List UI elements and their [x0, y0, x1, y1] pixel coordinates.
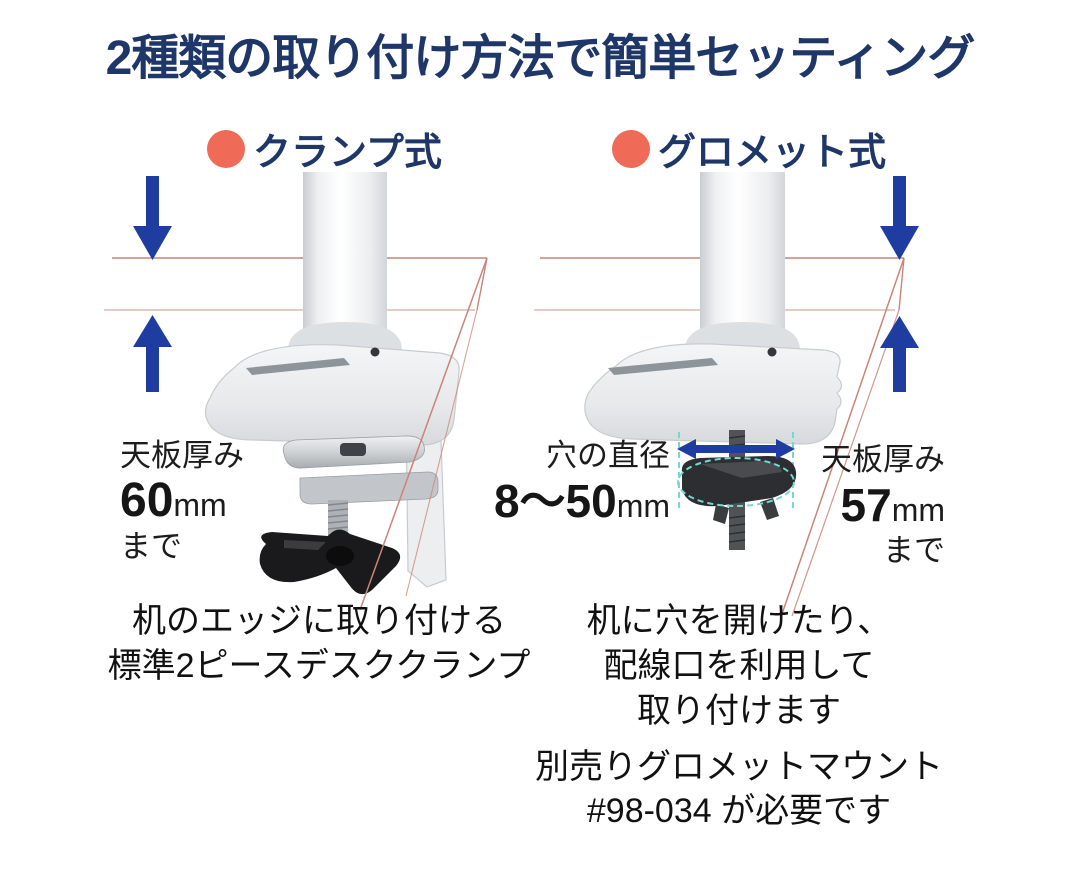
clamp-illustration [104, 172, 488, 611]
thickness-value-row: 60mm [120, 476, 244, 526]
thickness-value: 57 [840, 479, 892, 531]
bracket-highlight [700, 461, 782, 478]
thickness-value-row: 57mm [705, 480, 945, 530]
knob-highlight [284, 540, 326, 550]
bullet-icon [612, 129, 650, 168]
page-title: 2種類の取り付け方法で簡単セッティング [105, 32, 976, 85]
hole-value-row: 8～50mm [380, 476, 670, 526]
base-screw-hole [370, 347, 380, 357]
hole-diameter-ellipse [677, 457, 795, 507]
up-arrow-icon [880, 316, 919, 392]
mount-base [584, 343, 843, 445]
pole-collar [685, 322, 800, 350]
hole-diameter-label: 穴の直径 8～50mm [380, 436, 670, 526]
caption-line: 机に穴を開けたり、 [586, 602, 892, 640]
desk-edge-guide-line [476, 257, 488, 311]
down-arrow-icon [880, 176, 919, 260]
desk-diagonal-guide-line [781, 257, 905, 615]
thickness-unit: mm [173, 487, 227, 523]
caption-line: 取り付けます [637, 692, 841, 730]
bracket-leg [760, 498, 779, 520]
desk-diagonal-guide-line [791, 309, 900, 617]
desk-edge-guide-line [898, 257, 905, 311]
grommet-note: 別売りグロメットマウント #98-034 が必要です [509, 745, 969, 833]
grommet-caption: 机に穴を開けたり、 配線口を利用して 取り付けます [529, 599, 949, 734]
arm-pole [700, 172, 785, 337]
thickness-title: 天板厚み [821, 442, 945, 477]
grommet-heading-label: グロメット式 [658, 132, 887, 174]
thickness-unit: mm [891, 492, 945, 528]
caption-line: 机のエッジに取り付ける [132, 602, 506, 640]
grommet-section-heading: グロメット式 [612, 121, 886, 176]
clamp-bar [299, 471, 439, 505]
up-arrow-icon [133, 315, 172, 392]
clamp-plate-slot [340, 443, 366, 456]
thickness-suffix: まで [883, 533, 945, 568]
hole-value: 8～50 [493, 475, 617, 527]
width-arrow-icon [677, 439, 795, 459]
note-line: #98-034 が必要です [586, 792, 892, 830]
bracket-leg [713, 504, 729, 524]
thickness-title: 天板厚み [120, 438, 244, 473]
note-line: 別売りグロメットマウント [535, 748, 943, 786]
clamp-thickness-label: 天板厚み 60mm まで [120, 436, 244, 568]
base-slot [246, 358, 350, 375]
hole-title: 穴の直径 [546, 438, 670, 473]
desk-diagonal-guide-line [405, 309, 478, 597]
thickness-value: 60 [120, 474, 174, 527]
caption-line: 配線口を利用して [603, 647, 875, 685]
base-slot [608, 358, 718, 375]
pole-collar [288, 322, 402, 350]
grommet-thickness-label: 天板厚み 57mm まで [705, 440, 945, 572]
knob-hub [326, 546, 354, 566]
desk-diagonal-guide-line [359, 257, 488, 611]
thickness-suffix: まで [120, 529, 182, 564]
clamp-caption: 机のエッジに取り付ける 標準2ピースデスククランプ [89, 599, 549, 689]
bullet-icon [207, 129, 245, 168]
arm-pole [303, 172, 387, 340]
clamp-heading-label: クランプ式 [253, 132, 442, 174]
down-arrow-icon [133, 176, 172, 260]
hole-unit: mm [616, 488, 670, 524]
grommet-illustration [534, 172, 919, 617]
clamp-section-heading: クランプ式 [207, 121, 442, 176]
caption-line: 標準2ピースデスククランプ [107, 647, 531, 685]
base-screw-hole [767, 347, 777, 357]
